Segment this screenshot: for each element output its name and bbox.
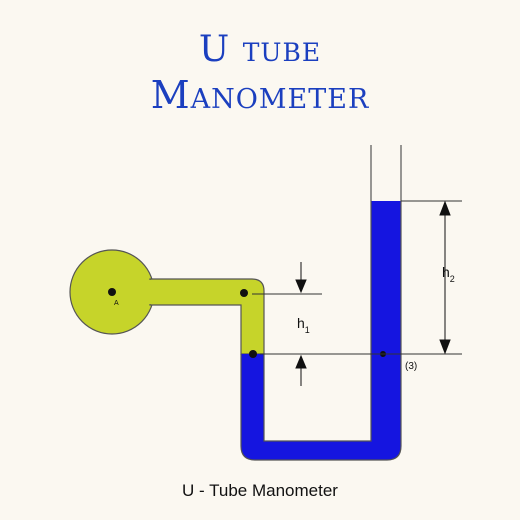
h2-arrow [439,200,451,355]
h1-label-main: h [297,315,305,331]
page-title: U tube Manometer [0,28,520,118]
h2-label-main: h [442,264,450,280]
manometer-liquid [241,201,401,460]
point-2-dot [249,350,257,358]
u-tube-outline [240,145,402,461]
point-3-label: (3) [405,361,417,372]
connecting-pipe [149,278,265,355]
h2-label-sub: 2 [450,274,455,284]
h2-label: h2 [442,264,455,284]
h1-label: h1 [297,315,310,335]
title-line-2: Manometer [150,73,370,117]
point-a-dot [108,288,116,296]
h1-label-sub: 1 [305,325,310,335]
h1-arrows [295,262,307,386]
figure-caption: U - Tube Manometer [182,481,338,500]
title-line-1: U tube [198,29,322,70]
point-1-dot [240,289,248,297]
pipe-joint [148,280,154,304]
point-a-label: A [114,300,119,307]
